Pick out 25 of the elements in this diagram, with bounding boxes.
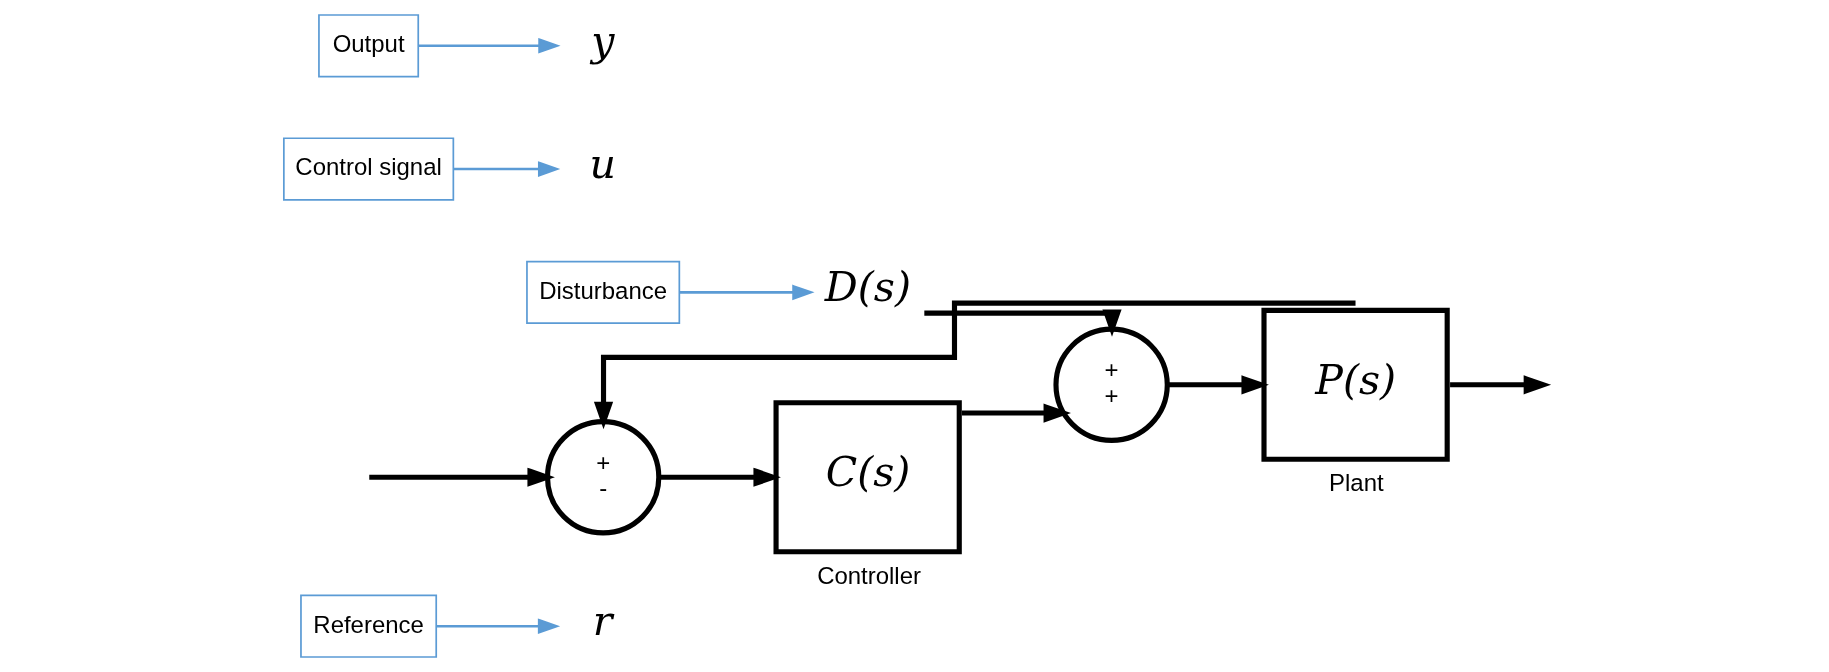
node-box: Disturbance (526, 260, 681, 324)
arrow (369, 467, 555, 487)
node-box: Reference (300, 594, 438, 658)
node-circle: + + (1053, 326, 1170, 443)
arrow (1450, 375, 1552, 395)
arrow (924, 309, 1122, 337)
arrow (453, 161, 561, 177)
node-text: y (591, 16, 615, 65)
arrow (436, 618, 561, 634)
node-label: Plant (1329, 469, 1384, 497)
node-label: Controller (817, 561, 921, 589)
node-text: r (592, 597, 613, 646)
arrow (593, 300, 1356, 430)
arrow (962, 403, 1071, 423)
node-circle: + - (544, 419, 662, 536)
node-box: Output (318, 14, 420, 78)
arrow (418, 38, 561, 54)
arrow (1167, 375, 1269, 395)
arrow (659, 467, 781, 487)
node-text: D(s) (824, 263, 911, 312)
node-box: P(s) (1261, 307, 1450, 462)
node-text: u (589, 139, 616, 188)
arrow (679, 284, 815, 301)
node-box: Control signal (283, 137, 455, 201)
node-box: C(s) (773, 400, 962, 555)
